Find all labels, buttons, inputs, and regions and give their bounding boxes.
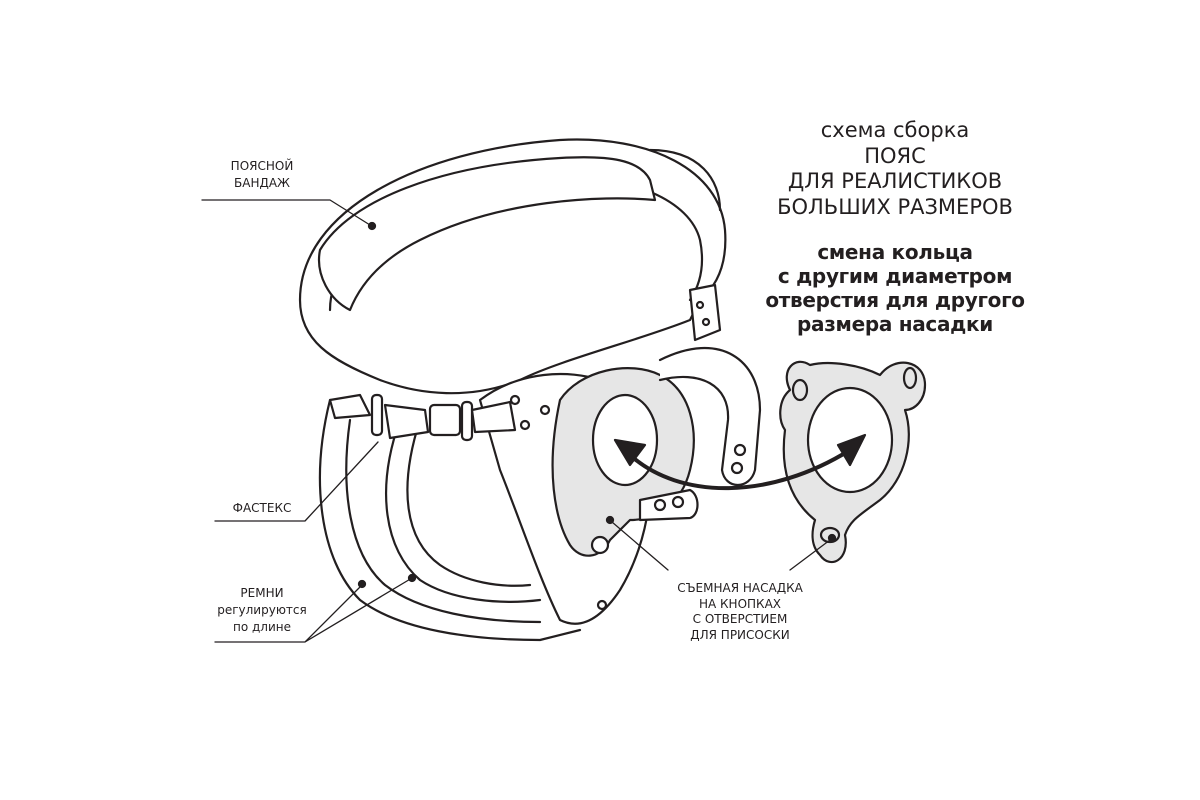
label-straps: РЕМНИ регулируются по длине bbox=[207, 585, 317, 636]
title-line: БОЛЬШИХ РАЗМЕРОВ bbox=[777, 194, 1013, 219]
diagram-title: схема сборка ПОЯС ДЛЯ РЕАЛИСТИКОВ БОЛЬШИ… bbox=[760, 118, 1030, 220]
label-waist-belt: ПОЯСНОЙ БАНДАЖ bbox=[212, 158, 312, 192]
title-line: ПОЯС bbox=[864, 143, 926, 168]
label-line: ДЛЯ ПРИСОСКИ bbox=[690, 627, 790, 642]
waist-pad bbox=[317, 156, 657, 312]
ring-note-line: размера насадки bbox=[796, 312, 994, 336]
title-line: ДЛЯ РЕАЛИСТИКОВ bbox=[787, 169, 1003, 193]
swap-arrow bbox=[628, 448, 852, 491]
label-line: РЕМНИ bbox=[240, 586, 284, 600]
label-line: БАНДАЖ bbox=[234, 176, 290, 190]
label-line: С ОТВЕРСТИЕМ bbox=[692, 612, 788, 626]
title-line: схема сборка bbox=[820, 118, 970, 142]
label-insert: СЪЕМНАЯ НАСАДКА НА КНОПКАХ С ОТВЕРСТИЕМ … bbox=[640, 581, 840, 643]
ring-note-line: с другим диаметром bbox=[777, 264, 1013, 288]
strap-inner bbox=[345, 418, 542, 624]
ring-note-line: смена кольца bbox=[817, 240, 973, 264]
label-fastex: ФАСТЕКС bbox=[232, 501, 292, 515]
label-line: по длине bbox=[233, 620, 291, 634]
strap-outer bbox=[318, 398, 582, 642]
label-line: регулируются bbox=[217, 603, 307, 617]
label-line: СЪЕМНАЯ НАСАДКА bbox=[677, 581, 803, 595]
fastex-buckle bbox=[328, 393, 372, 420]
ring-hole-left bbox=[591, 393, 659, 487]
ring-note: смена кольца с другим диаметром отверсти… bbox=[740, 240, 1050, 336]
label-line: НА КНОПКАХ bbox=[698, 596, 781, 611]
ring-note-line: отверстия для другого bbox=[765, 288, 1025, 312]
label-line: ПОЯСНОЙ bbox=[230, 159, 294, 173]
